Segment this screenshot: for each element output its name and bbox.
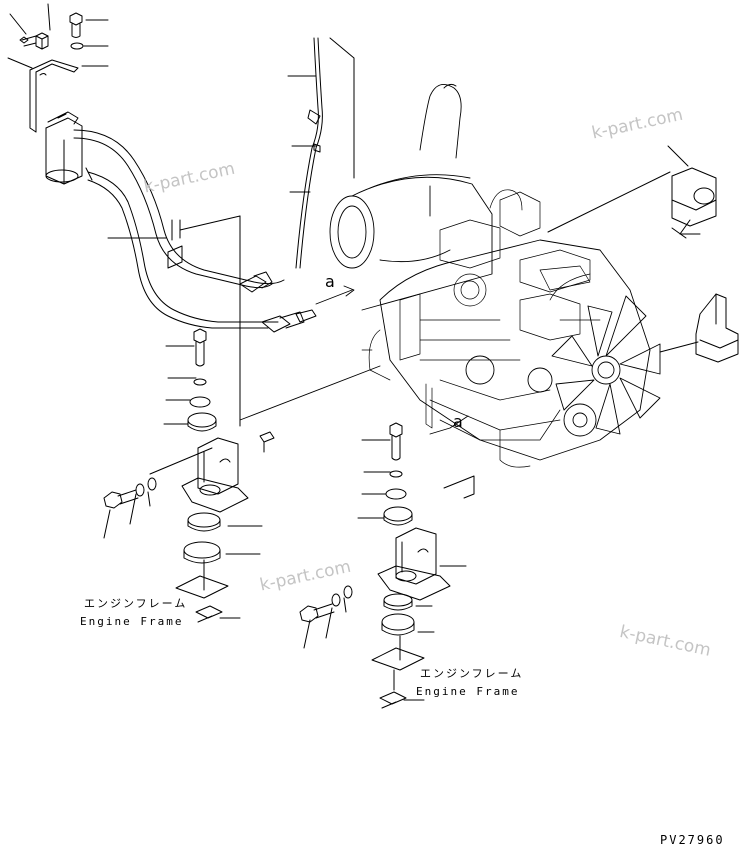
hose-line <box>73 129 317 333</box>
frame-label-en: Engine Frame <box>416 685 520 698</box>
mount-bracket-icon <box>377 527 451 601</box>
reference-arrow <box>315 285 355 305</box>
exhaust-pipe <box>419 83 462 159</box>
frame-label-jp: エンジンフレーム <box>84 597 188 610</box>
center-mount-stack <box>299 422 475 709</box>
bolt-icon <box>193 328 207 367</box>
engine-mount-icon <box>695 293 739 363</box>
dipstick-assembly <box>287 37 355 269</box>
rubber-mount-icon <box>187 412 217 432</box>
filter-bracket-assembly <box>7 3 317 427</box>
frame-plate <box>371 635 425 671</box>
bolt-icon <box>389 422 403 461</box>
bolt-icon <box>69 12 83 38</box>
reference-letter: a <box>325 272 335 291</box>
frame-label-jp: エンジンフレーム <box>420 667 524 680</box>
mount-bracket-icon <box>181 437 249 513</box>
washer-icon <box>19 36 29 44</box>
hose-clamp <box>167 219 183 269</box>
bolt-icon <box>103 489 139 509</box>
engine-mount-icon <box>671 167 717 235</box>
washer-icon <box>331 593 341 607</box>
washer-icon <box>135 483 145 497</box>
rubber-mount-icon <box>383 593 413 611</box>
washer-icon <box>189 396 211 408</box>
air-cleaner-icon <box>329 174 493 311</box>
rubber-mount-icon <box>187 512 221 532</box>
rubber-mount-icon <box>383 506 413 526</box>
frame-plate <box>175 559 229 599</box>
rubber-mount-icon <box>183 541 221 564</box>
washer-icon <box>389 470 403 478</box>
washer-icon <box>147 477 157 491</box>
filter-icon <box>45 111 83 185</box>
washer-icon <box>343 585 353 599</box>
left-mount-stack <box>103 215 275 623</box>
bolt-icon <box>21 32 49 50</box>
washer-icon <box>385 488 407 500</box>
washer-icon <box>193 378 207 386</box>
dipstick-icon <box>295 37 323 269</box>
reference-letter: a <box>453 412 463 431</box>
frame-label-en: Engine Frame <box>80 615 184 628</box>
drawing-code: PV27960 <box>660 833 725 847</box>
engine-assembly <box>239 83 661 468</box>
washer-icon <box>70 42 84 50</box>
right-mount-assembly <box>547 145 739 363</box>
bolt-icon <box>299 603 335 623</box>
fan-icon <box>551 295 661 435</box>
mounting-bracket <box>29 59 79 133</box>
rubber-mount-icon <box>381 613 415 636</box>
